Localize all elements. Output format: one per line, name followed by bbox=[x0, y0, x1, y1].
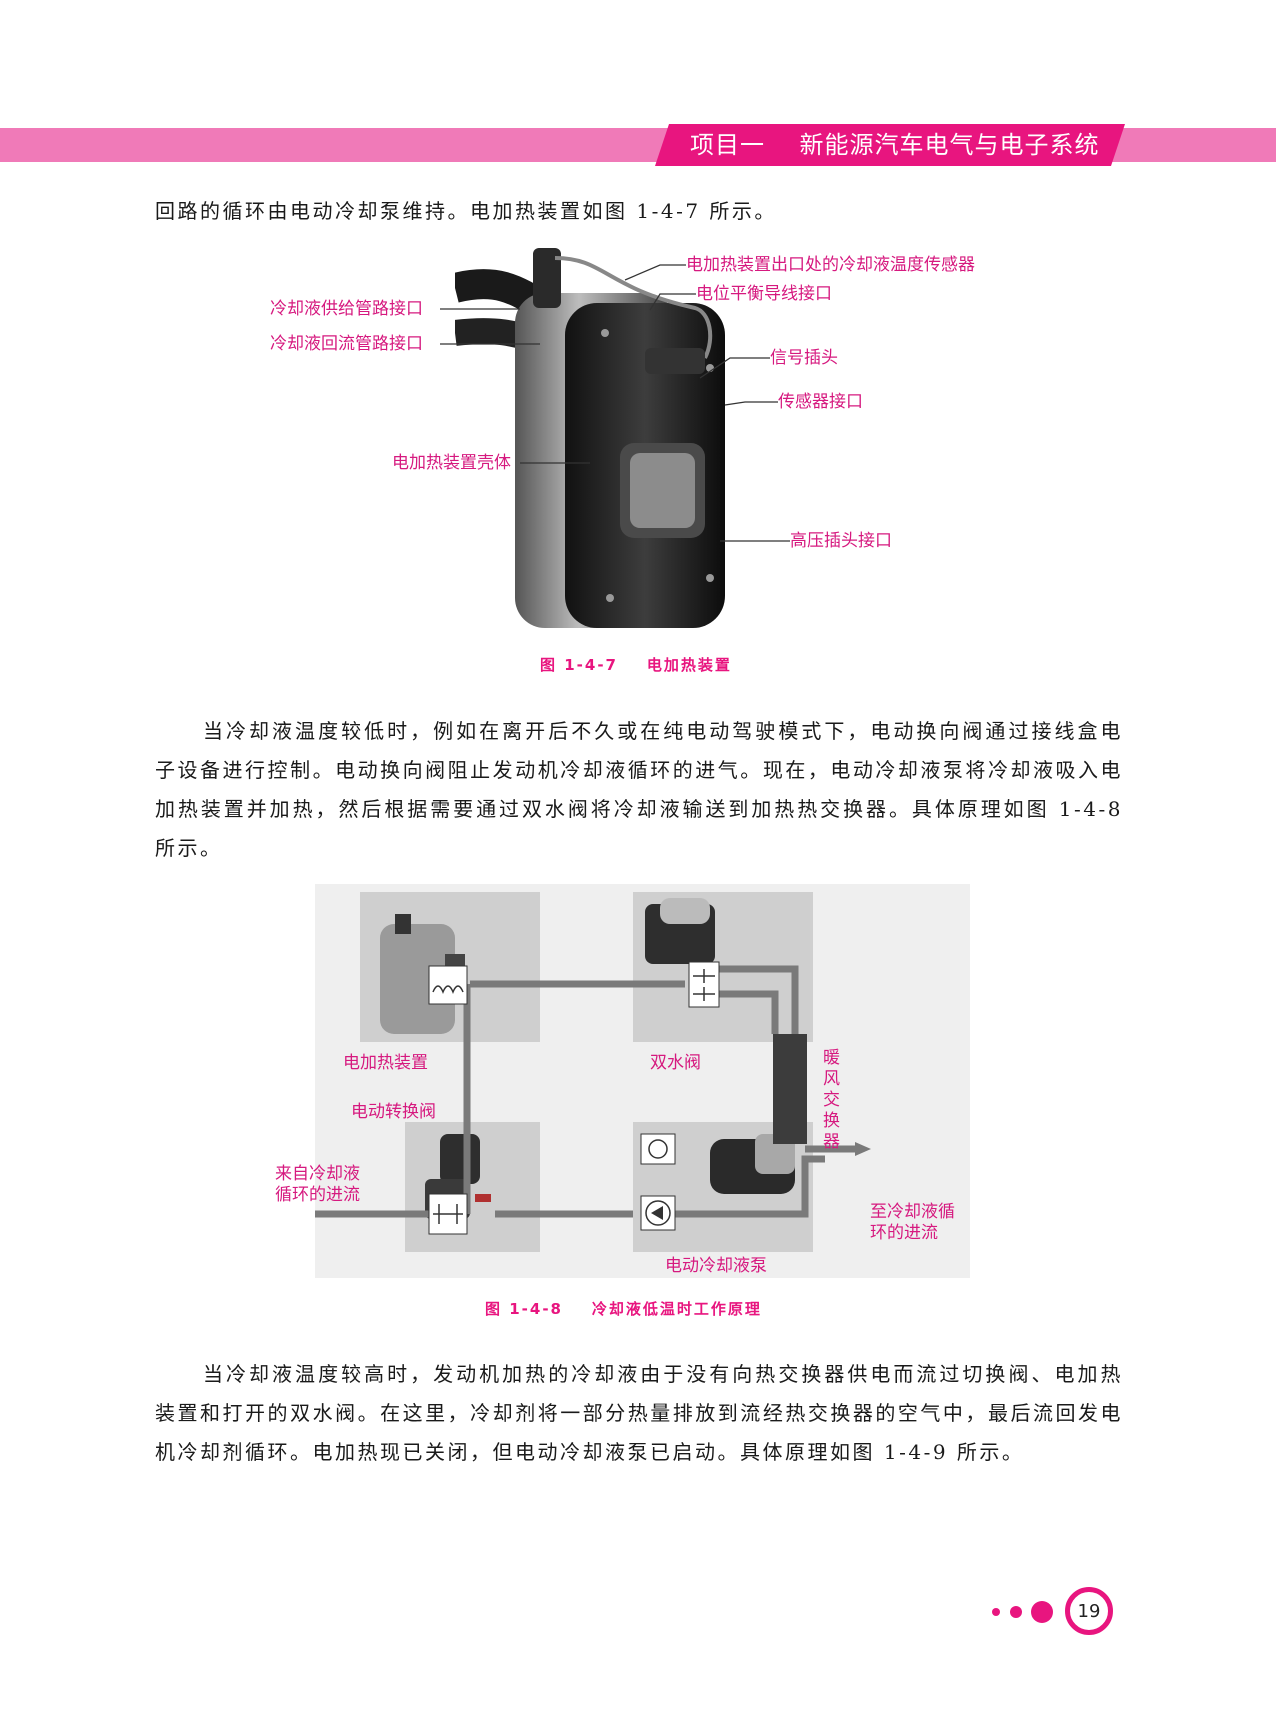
chapter-title: 项目一 新能源汽车电气与电子系统 bbox=[690, 131, 1100, 159]
diagram-label-outflow-2: 环的进流 bbox=[870, 1223, 938, 1243]
figure1-caption: 图 1-4-7 电加热装置 bbox=[540, 656, 732, 674]
label-hv-connector: 高压插头接口 bbox=[790, 531, 892, 551]
paragraph-high-temp: 当冷却液温度较高时，发动机加热的冷却液由于没有向热交换器供电而流过切换阀、电加热… bbox=[155, 1362, 1123, 1464]
diagram-label-double-valve: 双水阀 bbox=[650, 1053, 701, 1073]
page-number: 19 bbox=[1065, 1587, 1113, 1635]
label-outlet-temp-sensor: 电加热装置出口处的冷却液温度传感器 bbox=[686, 255, 975, 275]
diagram-label-inflow-1: 来自冷却液 bbox=[275, 1164, 360, 1184]
circuit-drawing bbox=[315, 892, 871, 1252]
label-signal-plug: 信号插头 bbox=[770, 348, 838, 368]
diagram-label-inflow-2: 循环的进流 bbox=[275, 1185, 360, 1205]
diagram-label-outflow-1: 至冷却液循 bbox=[870, 1202, 955, 1222]
label-heater-housing: 电加热装置壳体 bbox=[392, 453, 511, 473]
label-supply-port: 冷却液供给管路接口 bbox=[270, 299, 423, 319]
label-sensor-port: 传感器接口 bbox=[778, 392, 863, 412]
diagram-label-switch-valve: 电动转换阀 bbox=[351, 1102, 436, 1122]
diagram-label-pump: 电动冷却液泵 bbox=[665, 1256, 767, 1276]
paragraph-low-temp: 当冷却液温度较低时，例如在离开后不久或在纯电动驾驶模式下，电动换向阀通过接线盒电… bbox=[155, 719, 1123, 860]
paragraph-intro: 回路的循环由电动冷却泵维持。电加热装置如图 1-4-7 所示。 bbox=[155, 199, 777, 223]
label-potential-equalization: 电位平衡导线接口 bbox=[696, 284, 832, 304]
electric-heater-photo bbox=[455, 248, 725, 628]
page-dots bbox=[992, 1601, 1053, 1623]
figure2-caption: 图 1-4-8 冷却液低温时工作原理 bbox=[485, 1300, 762, 1318]
diagram-label-heater: 电加热装置 bbox=[343, 1053, 428, 1073]
diagram-label-heater-core: 暖风交换器 bbox=[823, 1048, 840, 1152]
header-tab bbox=[655, 124, 1125, 166]
label-return-port: 冷却液回流管路接口 bbox=[270, 334, 423, 354]
low-temp-circuit-diagram: 电加热装置 双水阀 暖风交换器 电动转换阀 来自冷却液 循环的进流 至冷却液循 … bbox=[275, 884, 970, 1278]
